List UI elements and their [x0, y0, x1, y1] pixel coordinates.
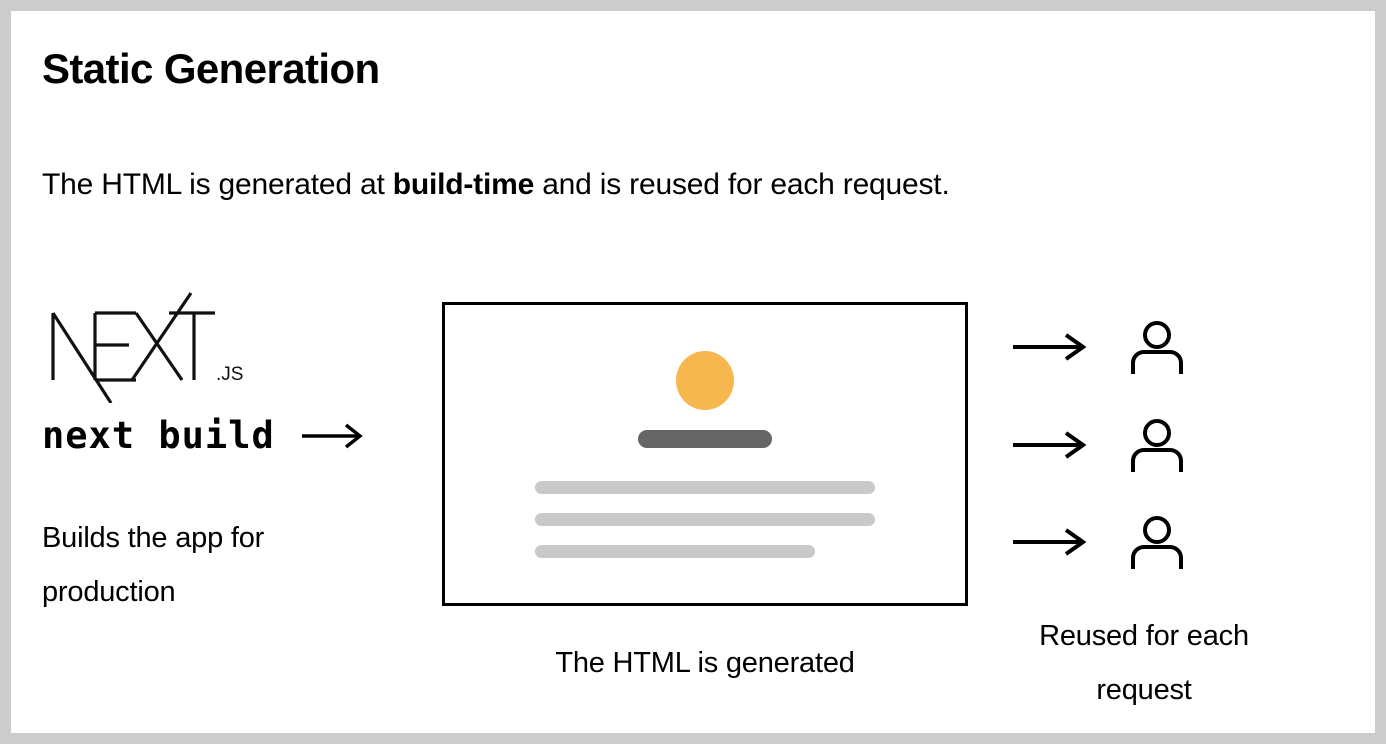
build-command: next build [42, 414, 363, 457]
build-description-line-1: Builds the app for [42, 522, 265, 554]
nextjs-logo: .JS [51, 292, 243, 403]
page-subtitle: The HTML is generated at build-time and … [42, 168, 950, 202]
user-icon [1131, 321, 1183, 374]
nextjs-logo-suffix: .JS [216, 364, 243, 385]
reuse-caption-line-2: request [1096, 674, 1192, 706]
subtitle-emphasis: build-time [392, 168, 535, 201]
generated-page-mockup [442, 302, 968, 606]
slide-card: Static Generation The HTML is generated … [11, 11, 1375, 733]
user-icon [1131, 419, 1183, 472]
mockup-avatar-circle [676, 351, 734, 410]
mockup-title-bar [638, 430, 772, 448]
subtitle-text-before: The HTML is generated at [42, 168, 393, 201]
user-icon [1131, 516, 1183, 569]
build-description-line-2: production [42, 576, 176, 608]
build-description: Builds the app for production [42, 511, 372, 619]
arrow-right-icon [301, 423, 363, 448]
mockup-text-bar [535, 545, 815, 558]
request-row [1012, 513, 1186, 571]
mockup-text-bar [535, 481, 875, 494]
reuse-caption-line-1: Reused for each [1039, 620, 1249, 652]
request-row [1012, 416, 1186, 474]
request-row [1012, 318, 1186, 376]
mockup-text-bar [535, 513, 875, 526]
build-command-text: next build [42, 414, 275, 457]
reuse-caption: Reused for each request [974, 609, 1314, 717]
arrow-right-icon [1013, 528, 1086, 556]
arrow-right-icon [1013, 333, 1086, 361]
page-title: Static Generation [42, 45, 380, 92]
arrow-right-icon [1013, 431, 1086, 459]
subtitle-text-after: and is reused for each request. [534, 168, 950, 201]
mockup-caption: The HTML is generated [555, 647, 855, 679]
